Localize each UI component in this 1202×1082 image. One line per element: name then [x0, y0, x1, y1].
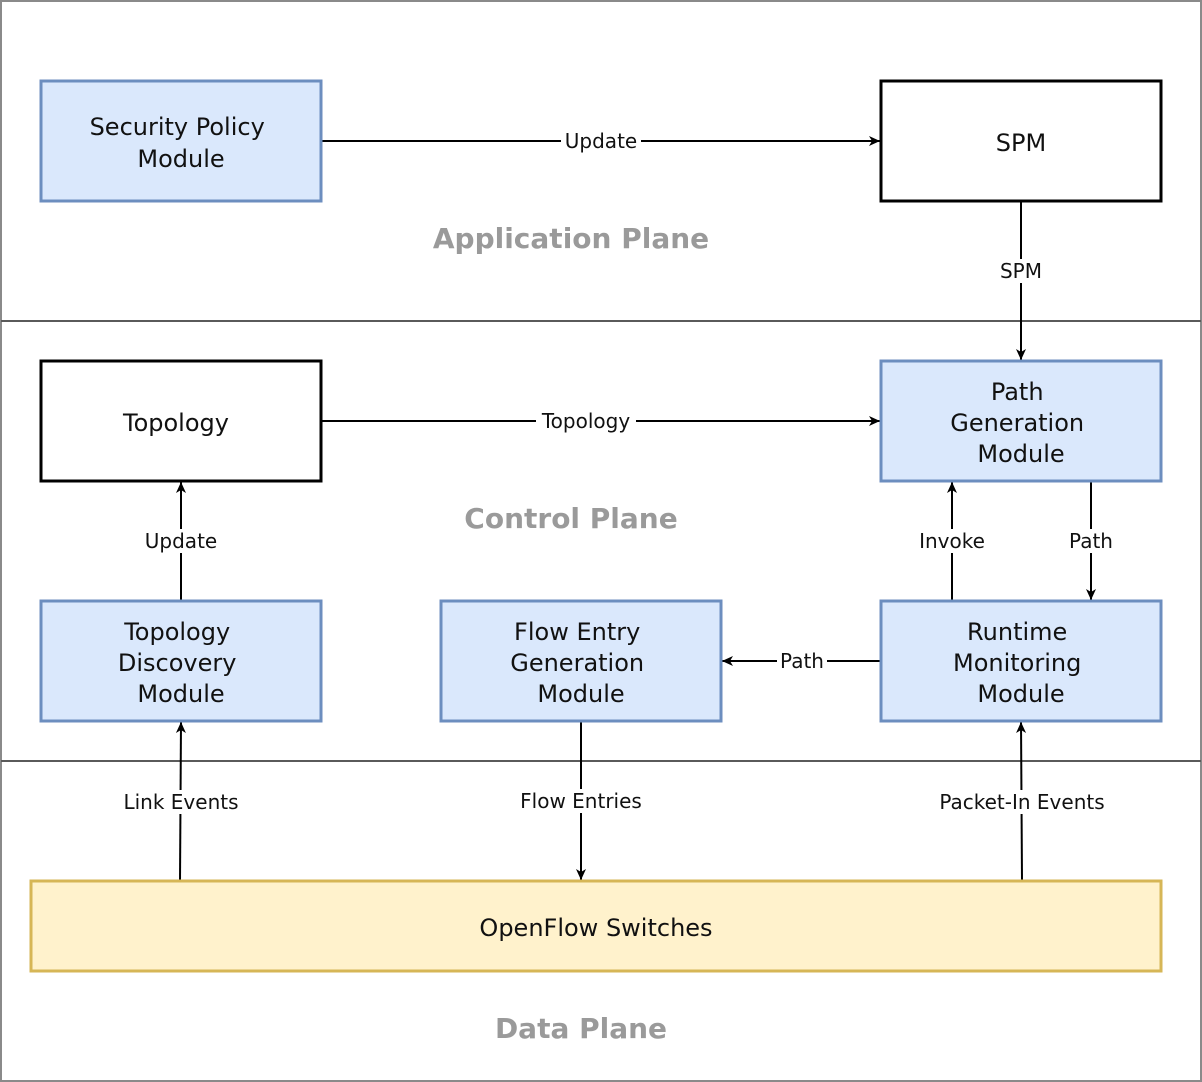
edge-spm-to-path-generation: SPM: [996, 201, 1046, 360]
application-plane-label: Application Plane: [433, 222, 709, 255]
openflow-switches-node: OpenFlow Switches: [29, 879, 1163, 973]
topology-node: Topology: [39, 359, 323, 483]
edge-topology-to-path-generation: Topology: [322, 409, 880, 433]
edge-path-to-runtime: Path: [1066, 481, 1116, 600]
spm-node: SPM: [879, 79, 1163, 203]
spm-label: SPM: [996, 129, 1046, 157]
edge-label-path-horizontal: Path: [780, 649, 824, 673]
edge-label-update-topology: Update: [145, 529, 217, 553]
path-generation-module-node: Path Generation Module: [879, 359, 1163, 483]
security-policy-module-label: Security Policy Module: [90, 113, 273, 173]
edge-label-path-vertical: Path: [1069, 529, 1113, 553]
control-plane-label: Control Plane: [464, 502, 677, 535]
topology-label: Topology: [122, 409, 229, 437]
path-generation-module-label: Path Generation Module: [950, 378, 1092, 468]
edge-flow-entries: Flow Entries: [513, 721, 649, 880]
edge-label-invoke: Invoke: [919, 529, 985, 553]
edge-label-packet-in-events: Packet-In Events: [939, 790, 1104, 814]
edge-label-update: Update: [565, 129, 637, 153]
flow-entry-generation-module-label: Flow Entry Generation Module: [510, 618, 652, 708]
edge-update-to-spm: Update: [322, 129, 880, 153]
runtime-monitoring-module-node: Runtime Monitoring Module: [879, 599, 1163, 723]
data-plane-label: Data Plane: [495, 1012, 667, 1045]
edge-label-link-events: Link Events: [123, 790, 238, 814]
edge-path-to-flow-entry: Path: [722, 649, 880, 673]
security-policy-module-node: Security Policy Module: [39, 79, 323, 203]
edge-invoke: Invoke: [914, 482, 990, 601]
flow-entry-generation-module-node: Flow Entry Generation Module: [439, 599, 723, 723]
topology-discovery-module-label: Topology Discovery Module: [118, 618, 244, 708]
edge-label-flow-entries: Flow Entries: [520, 789, 642, 813]
edge-link-events: Link Events: [116, 721, 246, 882]
edge-update-to-topology: Update: [141, 482, 221, 601]
runtime-monitoring-module-label: Runtime Monitoring Module: [953, 618, 1089, 708]
edge-packet-in-events: Packet-In Events: [928, 721, 1116, 882]
topology-discovery-module-node: Topology Discovery Module: [39, 599, 323, 723]
edge-label-spm: SPM: [1000, 259, 1042, 283]
edge-label-topology: Topology: [541, 409, 630, 433]
openflow-switches-label: OpenFlow Switches: [479, 914, 712, 942]
